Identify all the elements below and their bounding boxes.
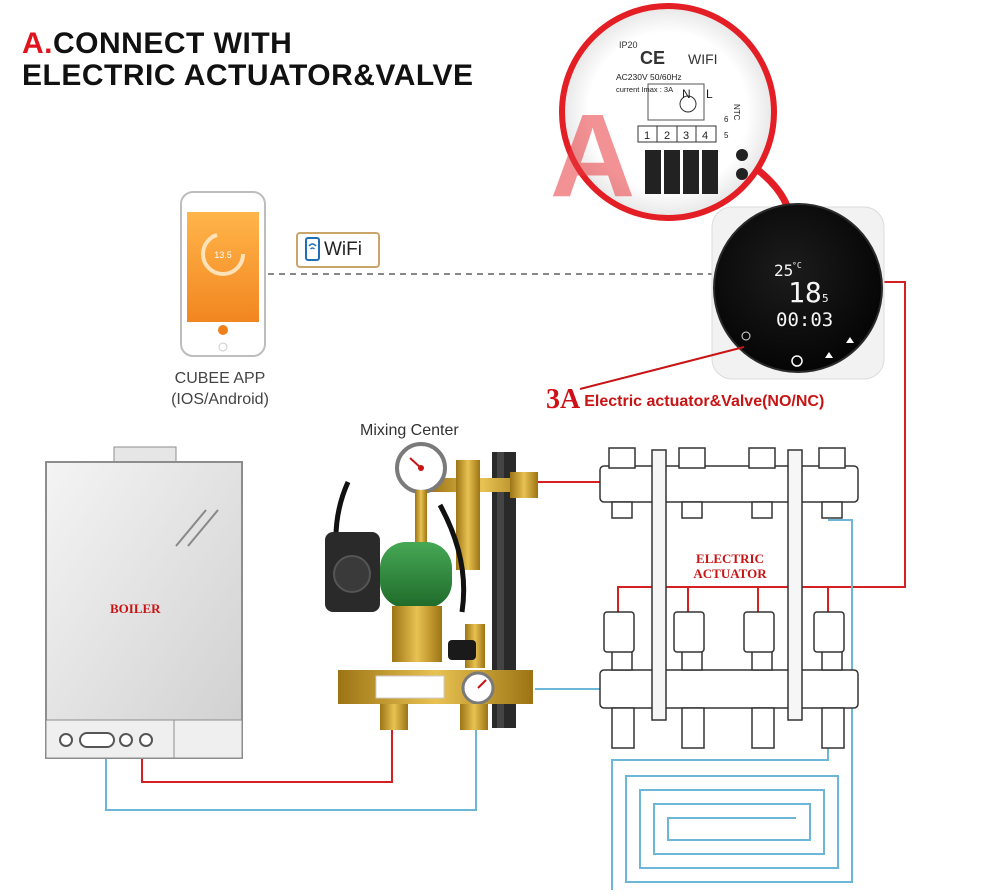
actuator-label: ELECTRIC ACTUATOR [680, 551, 780, 581]
page-title: A.CONNECT WITH ELECTRIC ACTUATOR&VALVE [22, 28, 474, 92]
current-spec-text: current Imax : 3A [616, 85, 673, 94]
set-temp-readout: 18 [788, 276, 822, 309]
boiler-label: BOILER [110, 601, 161, 616]
boiler [45, 446, 243, 759]
annotation-pointer [579, 346, 745, 390]
closeup-wifi-label: WIFI [688, 51, 718, 67]
terminal-closeup: IP20 CE WIFI AC230V 50/60Hz current Imax… [550, 3, 799, 240]
manifold-bottom-fittings [611, 649, 845, 749]
annotation-code: 3A [546, 384, 581, 415]
smartphone: 13.5 [180, 191, 266, 357]
title-line-1: CONNECT WITH [53, 27, 293, 60]
cold-return-pipe [105, 688, 600, 811]
wifi-badge-label: WiFi [324, 239, 362, 260]
ce-mark: CE [640, 48, 665, 68]
electric-actuators [603, 611, 845, 653]
terminal-3-label: 3 [683, 130, 689, 142]
power-icon[interactable] [791, 355, 803, 367]
terminal-1-label: 1 [644, 130, 650, 142]
phone-temp-readout: 13.5 [214, 250, 232, 260]
overlay-letter-a: A [550, 90, 635, 222]
app-name: CUBEE APP [174, 370, 266, 387]
manifold [599, 449, 859, 721]
mode-icon[interactable] [741, 331, 751, 341]
title-line-2: ELECTRIC ACTUATOR&VALVE [22, 59, 474, 92]
side-number-5: 5 [724, 131, 729, 140]
clock-readout: 00:03 [776, 309, 833, 331]
manifold-top-valves [608, 447, 846, 519]
wifi-badge: WiFi [296, 232, 380, 268]
live-label: L [706, 87, 713, 101]
room-temp-unit: °C [792, 261, 802, 270]
room-temp-readout: 25 [774, 261, 793, 280]
thermostat: 25 °C 18 5 00:03 [711, 203, 885, 380]
neutral-label: N [682, 87, 691, 101]
set-temp-decimal: 5 [822, 292, 829, 305]
up-arrow-icon-secondary[interactable] [846, 337, 854, 343]
actuator-label-line-2: ACTUATOR [693, 566, 767, 581]
app-platforms: (IOS/Android) [171, 391, 269, 408]
terminal-2-label: 2 [664, 130, 670, 142]
power-spec-text: AC230V 50/60Hz [616, 72, 682, 82]
hot-supply-pipe [141, 481, 600, 783]
mixing-center [325, 442, 538, 730]
up-arrow-icon[interactable] [825, 352, 833, 358]
ip-rating-text: IP20 [619, 40, 638, 50]
annotation-text: Electric actuator&Valve(NO/NC) [584, 393, 825, 410]
side-number-6: 6 [724, 115, 729, 124]
actuator-label-line-1: ELECTRIC [696, 551, 764, 566]
title-mark: A. [22, 27, 53, 60]
underfloor-heating-loop [611, 519, 853, 890]
phone-wifi-icon [305, 237, 320, 261]
ntc-label: NTC [732, 104, 741, 121]
app-caption: CUBEE APP (IOS/Android) [150, 368, 290, 410]
terminal-4-label: 4 [702, 130, 708, 142]
thermostat-wire [617, 281, 906, 612]
mixing-center-label: Mixing Center [360, 422, 459, 439]
